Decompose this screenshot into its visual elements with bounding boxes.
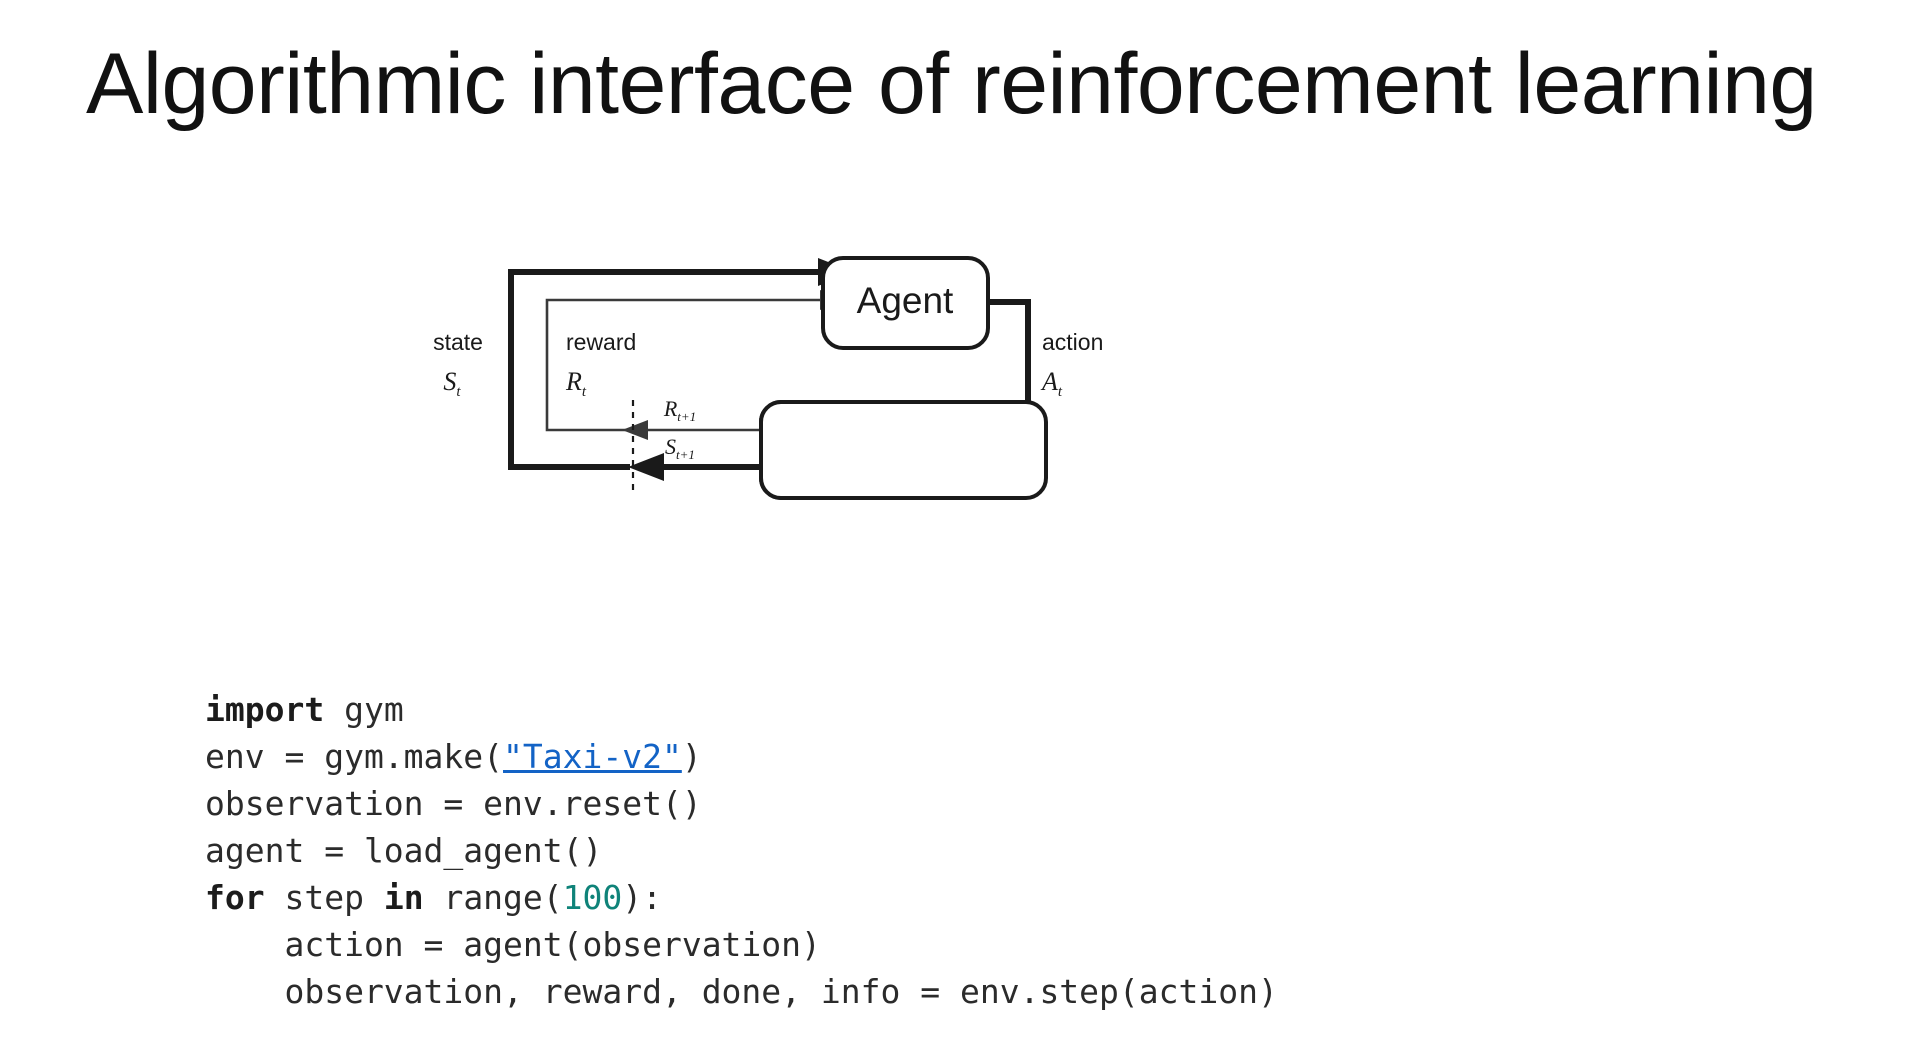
node-environment-outline [759, 400, 1048, 500]
label-reward-text: reward [566, 329, 636, 355]
code-line: observation, reward, done, info = env.st… [205, 968, 1278, 1015]
page-title: Algorithmic interface of reinforcement l… [86, 36, 1817, 132]
code-text: observation = env.reset() [205, 784, 702, 823]
label-action: action At [1040, 329, 1103, 400]
code-text: ) [681, 737, 702, 776]
rl-loop-diagram: Agent Environment state St reward Rt act… [380, 250, 1180, 560]
node-agent[interactable]: Agent [821, 256, 990, 350]
label-reward-next: Rt+1 [663, 396, 696, 424]
code-text: ): [622, 878, 663, 917]
code-line: env = gym.make("Taxi-v2") [205, 733, 1278, 780]
label-state: state St [433, 329, 483, 400]
code-link-taxi-v2[interactable]: "Taxi-v2" [503, 737, 682, 776]
code-line: for step in range(100): [205, 874, 1278, 921]
code-text: agent = load_agent() [205, 831, 603, 870]
code-text: env = gym.make( [205, 737, 504, 776]
code-keyword: import [205, 690, 325, 729]
edge-state-next [628, 453, 762, 481]
label-state-text: state [433, 329, 483, 355]
label-reward-symbol: Rt [565, 367, 587, 400]
label-action-symbol: At [1040, 367, 1063, 400]
code-line: action = agent(observation) [205, 921, 1278, 968]
code-number: 100 [562, 878, 623, 917]
label-reward: reward Rt [565, 329, 636, 400]
label-action-text: action [1042, 329, 1103, 355]
code-text: action = agent(observation) [205, 925, 821, 964]
code-line: agent = load_agent() [205, 827, 1278, 874]
code-keyword: for [205, 878, 265, 917]
code-text: step [264, 878, 384, 917]
edge-reward-next [622, 420, 762, 440]
code-line: import gym [205, 686, 1278, 733]
code-text: range( [423, 878, 563, 917]
label-state-next: St+1 [665, 434, 695, 462]
code-text: observation, reward, done, info = env.st… [205, 972, 1278, 1011]
code-text: gym [324, 690, 404, 729]
label-state-symbol: St [443, 367, 461, 400]
code-line: observation = env.reset() [205, 780, 1278, 827]
node-agent-label: Agent [857, 280, 954, 321]
code-keyword: in [383, 878, 424, 917]
